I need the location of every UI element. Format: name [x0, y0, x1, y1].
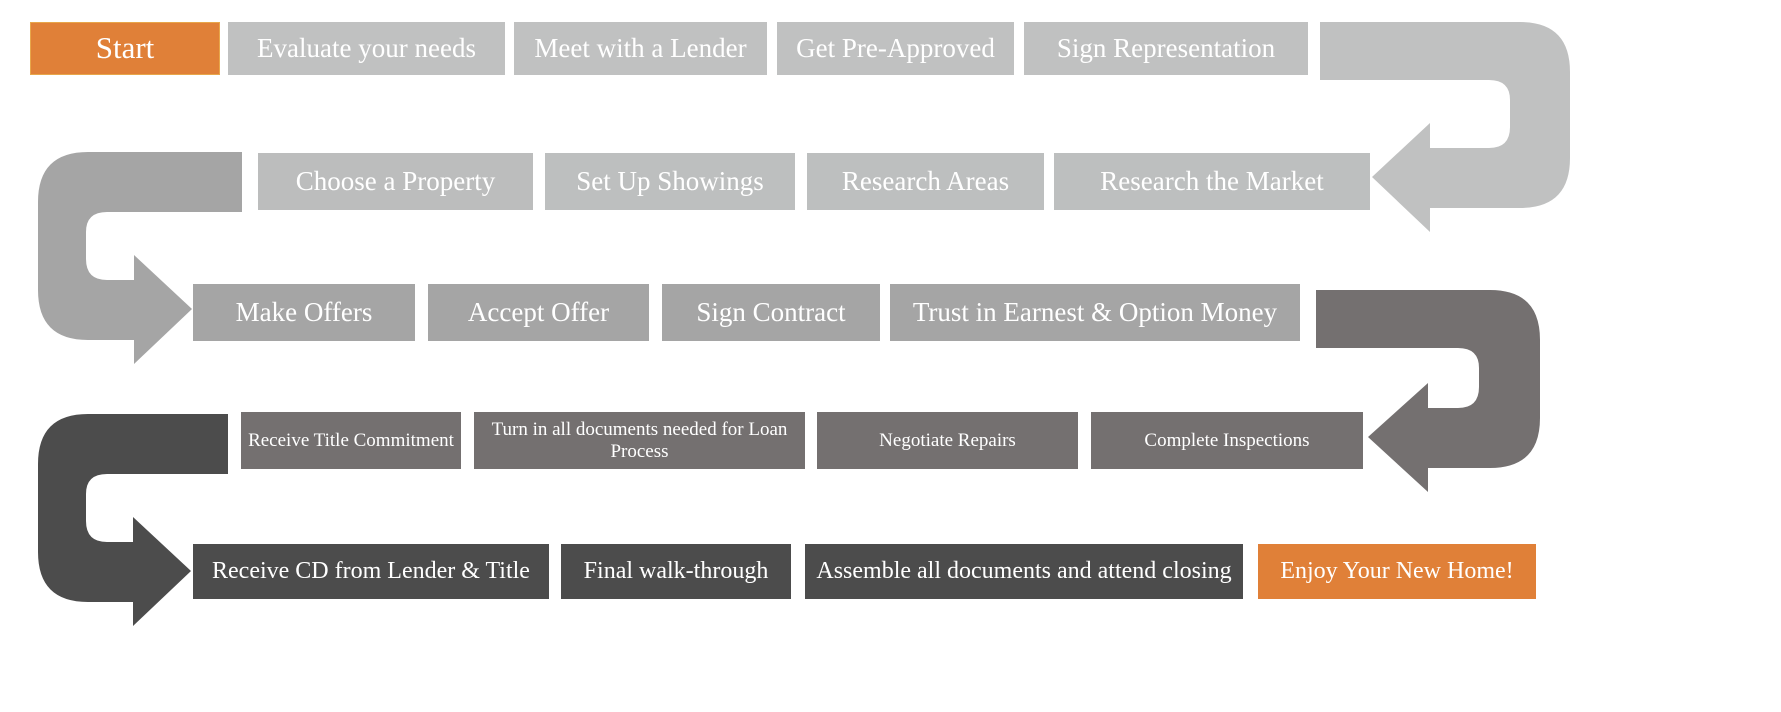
step-get-pre-approved[interactable]: Get Pre-Approved [777, 22, 1014, 75]
step-evaluate-your-needs[interactable]: Evaluate your needs [228, 22, 505, 75]
step-research-areas[interactable]: Research Areas [807, 153, 1044, 210]
step-turn-in-all-documents-needed-for-loan-process[interactable]: Turn in all documents needed for Loan Pr… [474, 412, 805, 469]
step-receive-title-commitment[interactable]: Receive Title Commitment [241, 412, 461, 469]
step-receive-cd-from-lender-and-title[interactable]: Receive CD from Lender & Title [193, 544, 549, 599]
step-start[interactable]: Start [30, 22, 220, 75]
step-choose-a-property[interactable]: Choose a Property [258, 153, 533, 210]
step-research-the-market[interactable]: Research the Market [1054, 153, 1370, 210]
step-enjoy-your-new-home[interactable]: Enjoy Your New Home! [1258, 544, 1536, 599]
step-sign-representation[interactable]: Sign Representation [1024, 22, 1308, 75]
step-negotiate-repairs[interactable]: Negotiate Repairs [817, 412, 1078, 469]
step-complete-inspections[interactable]: Complete Inspections [1091, 412, 1363, 469]
step-meet-with-a-lender[interactable]: Meet with a Lender [514, 22, 767, 75]
step-final-walk-through[interactable]: Final walk-through [561, 544, 791, 599]
step-set-up-showings[interactable]: Set Up Showings [545, 153, 795, 210]
step-make-offers[interactable]: Make Offers [193, 284, 415, 341]
step-assemble-all-documents-and-attend-closing[interactable]: Assemble all documents and attend closin… [805, 544, 1243, 599]
step-accept-offer[interactable]: Accept Offer [428, 284, 649, 341]
step-trust-in-earnest-and-option-money[interactable]: Trust in Earnest & Option Money [890, 284, 1300, 341]
step-sign-contract[interactable]: Sign Contract [662, 284, 880, 341]
